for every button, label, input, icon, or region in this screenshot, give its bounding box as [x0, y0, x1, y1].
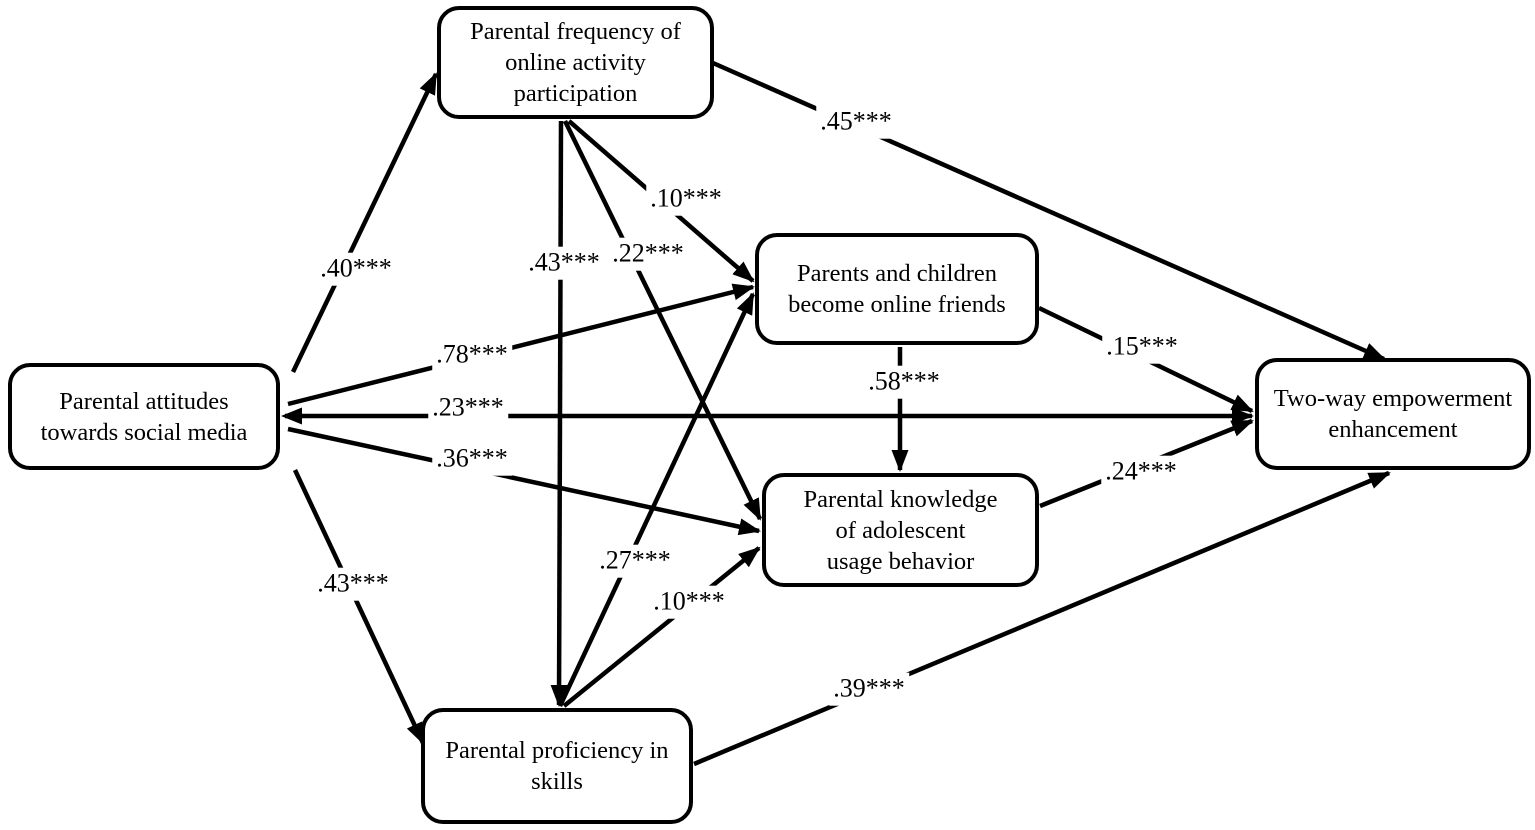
coef-frequency-empowerment: .45***	[816, 105, 896, 139]
coef-proficiency-friends: .27***	[595, 544, 675, 578]
node-parental-proficiency-line2: skills	[531, 768, 583, 795]
node-parental-knowledge-line1: Parental knowledge	[803, 485, 998, 513]
node-online-friends-line1: Parents and children	[796, 260, 998, 287]
node-parental-proficiency: Parental proficiency in skills	[421, 708, 693, 824]
edge-frequency-proficiency	[550, 120, 568, 707]
edge-attitudes-friends	[287, 283, 755, 407]
coef-attitudes-friends: .78***	[432, 338, 512, 372]
node-parental-knowledge-line3: usage behavior	[826, 547, 975, 575]
edge-proficiency-empowerment	[693, 470, 1391, 767]
node-parental-attitudes: Parental attitudes towards social media	[8, 363, 280, 470]
node-online-friends-line2: become online friends	[788, 291, 1006, 318]
coef-attitudes-proficiency: .43***	[313, 567, 393, 601]
edge-attitudes-empowerment-back-arrowhead	[281, 407, 302, 425]
node-parental-knowledge: Parental knowledge of adolescent usage b…	[762, 473, 1039, 587]
node-parental-frequency: Parental frequency of online activity pa…	[437, 6, 714, 119]
node-parental-attitudes-line1: Parental attitudes	[59, 387, 229, 415]
coef-frequency-knowledge: .22***	[608, 237, 688, 271]
coef-attitudes-knowledge: .36***	[432, 442, 512, 476]
node-parental-attitudes-line2: towards social media	[40, 418, 248, 446]
node-parental-frequency-line1: Parental frequency of	[470, 18, 681, 45]
coef-friends-empowerment: .15***	[1102, 330, 1182, 364]
edge-attitudes-frequency	[290, 72, 439, 373]
node-parental-frequency-line2: online activity	[505, 49, 646, 76]
edge-attitudes-knowledge	[287, 426, 761, 536]
coef-proficiency-empowerment: .39***	[829, 672, 909, 706]
coef-knowledge-empowerment: .24***	[1101, 455, 1181, 489]
coef-frequency-proficiency: .43***	[524, 246, 604, 280]
coef-proficiency-knowledge: .10***	[649, 585, 729, 619]
node-two-way-empowerment: Two-way empowerment enhancement	[1255, 358, 1531, 470]
coef-frequency-friends: .10***	[646, 182, 726, 216]
edge-proficiency-friends	[557, 292, 756, 707]
node-two-way-empowerment-line2: enhancement	[1328, 416, 1458, 443]
edge-proficiency-knowledge	[562, 546, 761, 708]
node-two-way-empowerment-line1: Two-way empowerment	[1273, 385, 1513, 412]
edge-attitudes-proficiency	[292, 469, 426, 745]
node-parental-knowledge-line2: of adolescent	[835, 516, 966, 544]
coef-attitudes-empowerment: .23***	[428, 391, 508, 425]
edge-frequency-knowledge	[562, 120, 763, 521]
node-parental-frequency-line3: participation	[513, 80, 638, 107]
coef-attitudes-frequency: .40***	[316, 252, 396, 286]
node-online-friends: Parents and children become online frien…	[755, 233, 1039, 345]
node-parental-proficiency-line1: Parental proficiency in	[445, 737, 669, 764]
coef-friends-knowledge: .58***	[864, 365, 944, 399]
